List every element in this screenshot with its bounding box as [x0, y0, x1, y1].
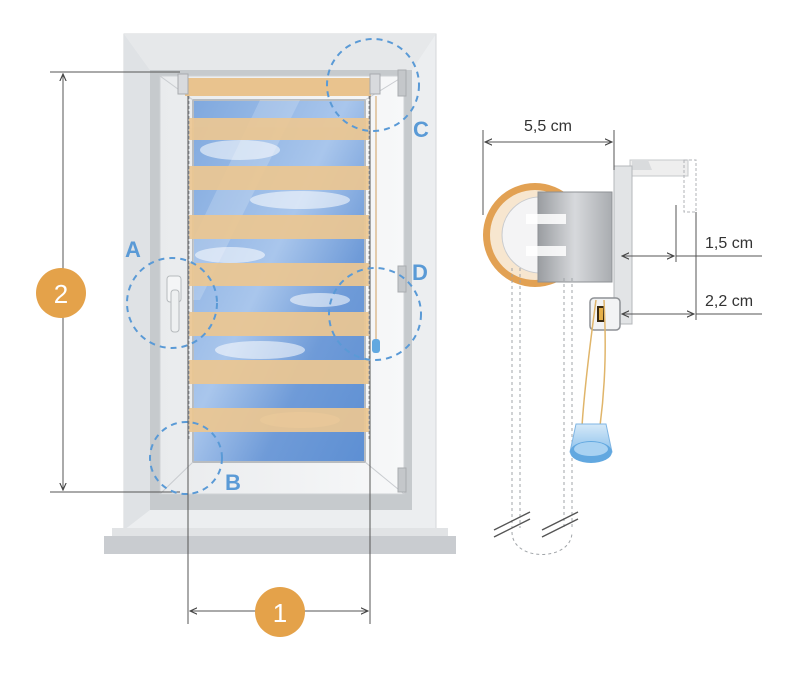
window-recess-bevel	[124, 34, 150, 530]
zebra-blind	[177, 73, 381, 440]
pull-cord	[581, 299, 606, 427]
callout-circle-b	[149, 421, 223, 495]
callout-circle-c	[326, 38, 420, 132]
hinge-middle	[397, 265, 407, 293]
badge-height: 2	[36, 268, 86, 318]
detail-dimension-lines	[482, 130, 762, 320]
depth-label: 5,5 cm	[524, 118, 572, 135]
blind-slats	[189, 118, 369, 432]
cord-weight	[569, 423, 613, 463]
blind-bracket-right	[369, 73, 381, 95]
wall-bracket	[613, 159, 697, 325]
callout-label-b: B	[225, 470, 241, 495]
lower-offset-label: 2,2 cm	[705, 293, 753, 310]
badge-height-label: 2	[54, 279, 68, 309]
break-marks	[493, 511, 579, 538]
badge-width-label: 1	[273, 598, 287, 628]
callout-label-c: C	[413, 117, 429, 142]
badge-width: 1	[255, 587, 305, 637]
cassette-body	[537, 191, 613, 283]
callout-circle-d	[328, 267, 422, 361]
window-sill	[104, 536, 456, 554]
window	[104, 33, 456, 554]
glass-glare	[193, 100, 300, 300]
callout-circles	[126, 38, 422, 495]
hinge-bottom	[397, 467, 407, 493]
callout-label-a: A	[125, 237, 141, 262]
blind-headrail	[185, 78, 371, 96]
window-sill-top	[112, 528, 448, 538]
blind-bracket-left	[177, 73, 189, 95]
window-recess-top	[124, 34, 436, 70]
callout-circle-a	[126, 257, 218, 349]
hinge-top	[397, 69, 407, 97]
callout-label-d: D	[412, 260, 428, 285]
cross-section-detail: 5,5 cm 1,5 cm 2,2 cm	[482, 118, 762, 555]
window-handle	[166, 275, 182, 333]
fabric-drop	[511, 268, 573, 555]
upper-offset-label: 1,5 cm	[705, 235, 753, 252]
blind-chain-weight	[372, 339, 380, 353]
